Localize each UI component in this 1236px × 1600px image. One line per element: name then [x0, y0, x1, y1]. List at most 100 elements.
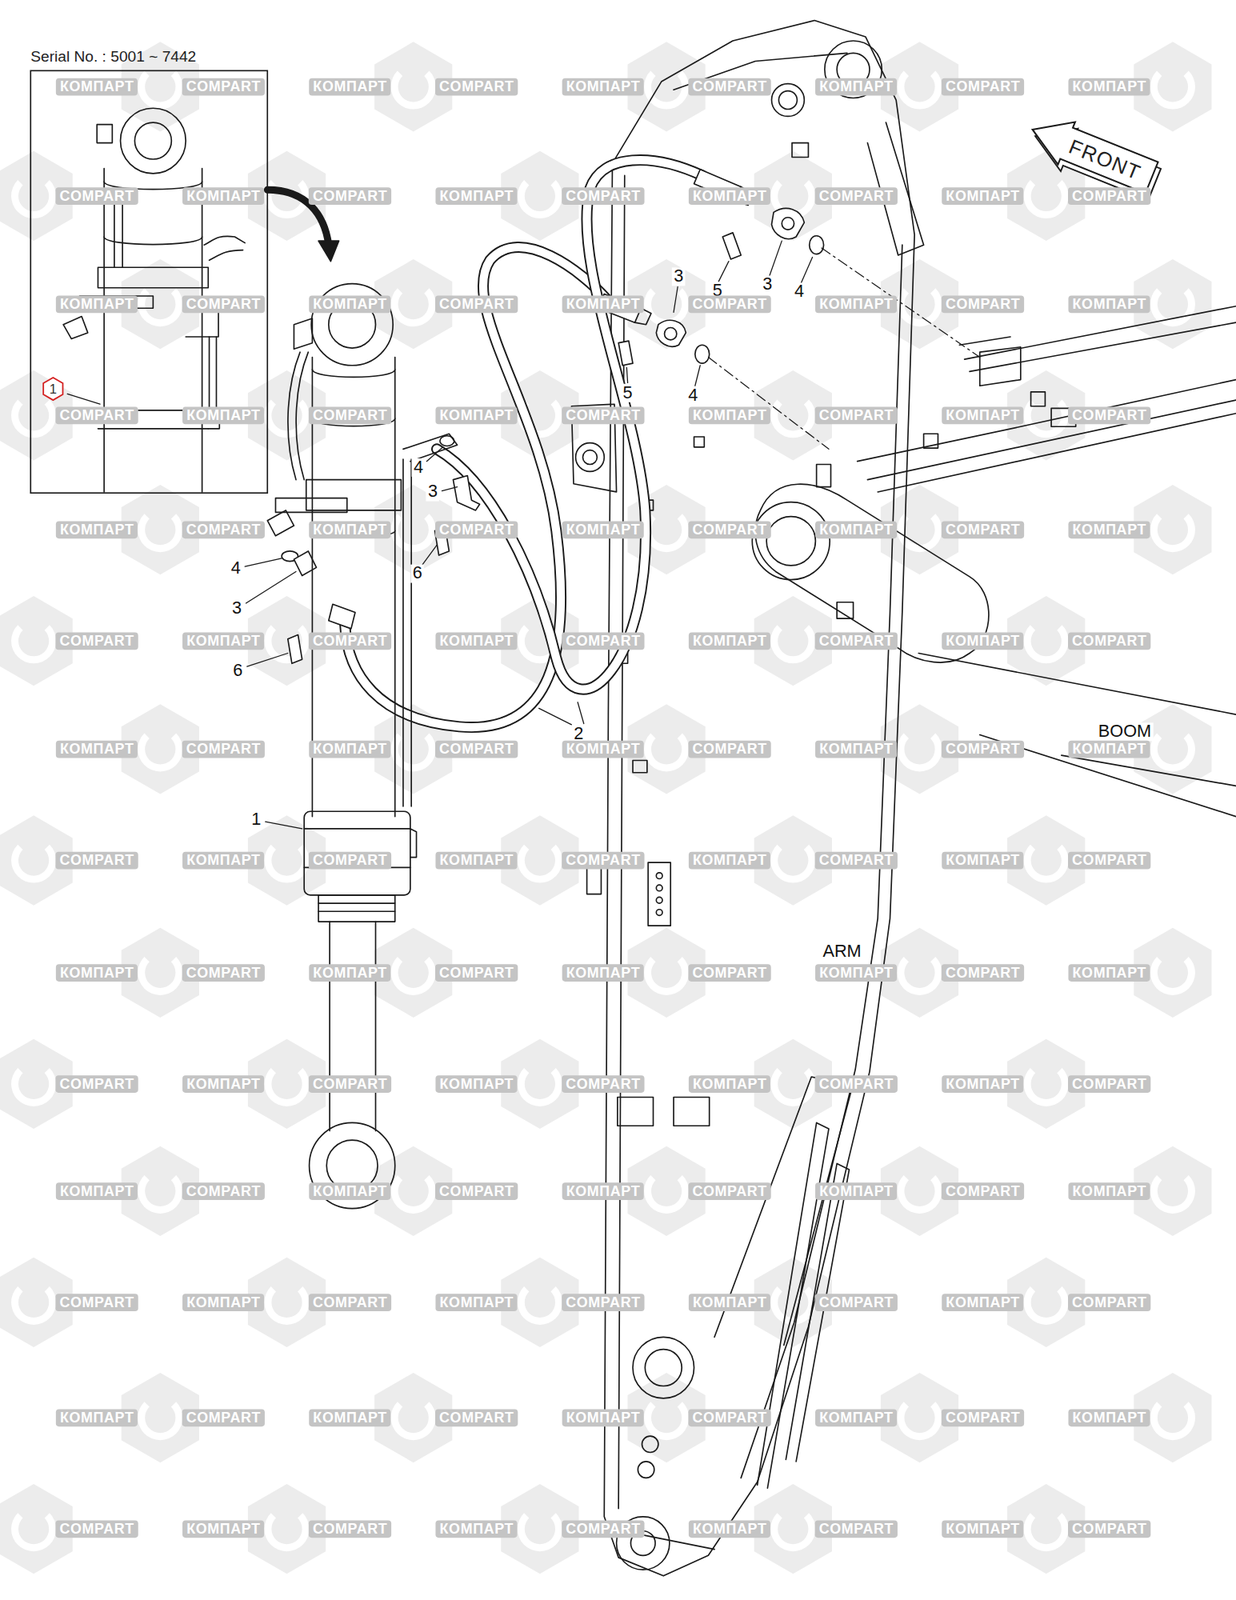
part-name: BOOM — [1096, 722, 1153, 741]
watermark-logo — [0, 41, 1212, 1574]
direction-arrow: FRONT — [1024, 108, 1161, 199]
watermark-logo — [391, 733, 436, 772]
arm-cylinder — [296, 352, 308, 480]
watermark: COMPART — [941, 740, 1025, 758]
watermark-logo — [264, 1512, 309, 1552]
watermark: КОМПАРТ — [815, 78, 898, 96]
leader-line — [426, 447, 443, 462]
leader-line — [244, 240, 812, 829]
arm-cylinder — [267, 284, 457, 1209]
watermark: КОМПАРТ — [435, 632, 518, 650]
watermark: КОМПАРТ — [182, 187, 265, 204]
watermark: COMPART — [308, 1293, 392, 1311]
arm-cylinder — [309, 1122, 396, 1208]
watermark: КОМПАРТ — [941, 632, 1024, 650]
boom-outline — [1031, 392, 1046, 407]
watermark-logo — [264, 624, 309, 664]
watermark: COMPART — [688, 520, 772, 538]
callout-number: 1 — [49, 382, 57, 396]
boom-outline — [766, 516, 816, 566]
hose — [344, 160, 703, 728]
watermark-logo — [11, 1068, 56, 1107]
callout-number: 5 — [620, 384, 635, 403]
arm-outline — [778, 91, 797, 110]
watermark-logo — [11, 624, 56, 664]
watermark-logo — [1150, 513, 1196, 552]
watermark-logo — [391, 71, 436, 110]
watermark-logo — [770, 399, 816, 438]
callout-number: 4 — [792, 282, 806, 301]
watermark: COMPART — [815, 1520, 899, 1538]
watermark: COMPART — [55, 852, 139, 869]
watermark: КОМПАРТ — [1068, 520, 1151, 538]
watermark: COMPART — [182, 1408, 266, 1426]
arm-outline — [604, 20, 915, 1576]
inset-cylinder — [67, 393, 100, 404]
watermark-logo — [644, 1401, 689, 1440]
watermark: КОМПАРТ — [308, 78, 392, 96]
watermark: COMPART — [688, 740, 772, 758]
watermark: КОМПАРТ — [435, 1075, 518, 1092]
watermark: COMPART — [308, 852, 392, 869]
arm-outline — [694, 436, 705, 448]
watermark: КОМПАРТ — [562, 964, 645, 981]
watermark: КОМПАРТ — [1068, 740, 1151, 758]
arm-outline — [644, 1349, 682, 1387]
watermark: COMPART — [308, 632, 392, 650]
watermark-logo — [770, 844, 816, 884]
watermark: COMPART — [55, 1075, 139, 1092]
arm-cylinder — [329, 921, 376, 1132]
callout-number: 3 — [425, 483, 440, 502]
watermark-logo — [896, 288, 942, 327]
watermark: COMPART — [561, 852, 645, 869]
watermark: COMPART — [941, 78, 1025, 96]
boom-outline — [959, 306, 1236, 372]
leader-line — [245, 571, 296, 604]
watermark: COMPART — [308, 187, 392, 204]
watermark: КОМПАРТ — [815, 964, 898, 981]
watermark: COMPART — [561, 1293, 645, 1311]
arm-cylinder — [293, 318, 312, 349]
watermark-logo — [517, 1512, 563, 1552]
hose — [436, 160, 703, 689]
watermark: COMPART — [561, 187, 645, 204]
watermark-logo — [1024, 844, 1069, 884]
inset-cylinder — [204, 236, 245, 245]
boom-outline — [877, 413, 1236, 492]
watermark: COMPART — [561, 632, 645, 650]
arm-cylinder — [306, 480, 402, 511]
watermark: КОМПАРТ — [1068, 1408, 1151, 1426]
leader-line — [673, 287, 678, 313]
watermark-logo — [11, 399, 56, 438]
watermark-logo — [137, 1175, 183, 1214]
arm-cylinder — [288, 352, 300, 480]
inset-box: Serial No. : 5001 ~ 74421 — [30, 47, 268, 494]
watermark-logo — [11, 1286, 56, 1325]
arm-outline — [582, 450, 597, 465]
watermark-logo — [770, 1512, 816, 1552]
watermark: КОМПАРТ — [182, 852, 265, 869]
watermark: КОМПАРТ — [688, 1075, 772, 1092]
watermark: КОМПАРТ — [562, 78, 645, 96]
fitting — [452, 476, 480, 511]
watermark: COMPART — [1068, 632, 1152, 650]
watermark: COMPART — [815, 632, 899, 650]
watermark: КОМПАРТ — [182, 1075, 265, 1092]
arm-cylinder — [318, 903, 396, 912]
inset-frame — [30, 47, 268, 494]
watermark: КОМПАРТ — [1068, 296, 1151, 313]
watermark: COMPART — [941, 1408, 1025, 1426]
fitting — [781, 217, 794, 230]
watermark-logo — [1024, 1286, 1069, 1325]
watermark-logo — [391, 288, 436, 327]
leader-line — [265, 821, 303, 829]
watermark: COMPART — [435, 740, 519, 758]
inset-cylinder — [209, 250, 244, 261]
arm-cylinder — [403, 433, 458, 461]
watermark: COMPART — [688, 1408, 772, 1426]
watermark: КОМПАРТ — [435, 1520, 518, 1538]
watermark: КОМПАРТ — [435, 187, 518, 204]
arm-outline — [637, 1461, 654, 1478]
fitting — [618, 340, 633, 366]
